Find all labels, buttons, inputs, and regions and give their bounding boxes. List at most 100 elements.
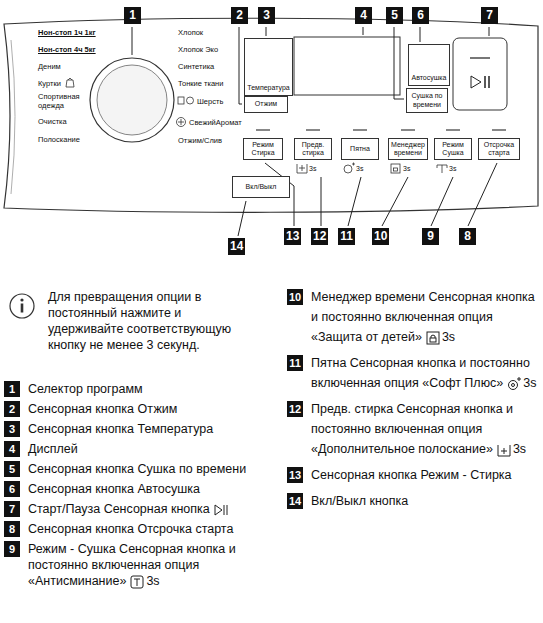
start-button — [453, 38, 507, 110]
hold-time: 3s — [449, 164, 456, 173]
callout-number: 3 — [258, 7, 275, 24]
rinse-icon — [297, 164, 307, 173]
icon-stroke — [223, 505, 224, 515]
legend-item: 8Сенсорная кнопка Отсрочка старта — [4, 521, 254, 537]
legend-item: 4 Дисплей — [4, 441, 254, 457]
callout-number: 13 — [287, 467, 303, 483]
program-label: Синтетика — [178, 62, 214, 71]
indicator — [353, 129, 367, 131]
program-label: Хлопок Эко — [178, 45, 218, 54]
icon-stroke — [427, 332, 439, 344]
legend-text: Предв. стирка Сенсорная кнопка и постоян… — [311, 402, 513, 456]
callout-number: 9 — [422, 228, 439, 245]
leader-line — [239, 27, 242, 104]
button-label: Режим Сушка — [437, 141, 469, 157]
panel-button: Предв. стирка — [294, 138, 332, 160]
info-icon — [21, 304, 24, 313]
button-label: Отжим — [247, 100, 285, 108]
legend-item: 10Менеджер времени Сенсорная кнопка и по… — [287, 287, 537, 347]
icon-stroke — [501, 448, 507, 454]
program-label: СвежийАромат — [189, 118, 242, 127]
legend-item: 14 Вкл/Выкл кнопка — [287, 491, 537, 511]
callout-number: 10 — [372, 228, 389, 245]
program-label: Хлопок — [178, 28, 203, 37]
button-label: Вкл/Выкл — [235, 183, 287, 191]
callout-number: 7 — [4, 501, 20, 517]
pause-icon — [488, 76, 490, 88]
icon-group — [498, 445, 510, 456]
dial-knob — [97, 65, 167, 135]
callout-number: 7 — [481, 7, 498, 24]
icon-stroke — [226, 505, 227, 515]
panel-button: Температура — [244, 38, 293, 96]
panel-button: Отжим — [244, 96, 288, 113]
callout-number: 6 — [4, 481, 20, 497]
callout-number: 5 — [4, 461, 20, 477]
legend-list: 1Селектор программ2Сенсорная кнопка Отжи… — [4, 381, 254, 593]
leader-line — [348, 177, 361, 226]
panel-button: Отсрочка старта — [478, 138, 520, 160]
callout-number: 5 — [386, 7, 403, 24]
option-icon — [130, 575, 144, 589]
legend-item: 5Сенсорная кнопка Сушка по времени — [4, 461, 254, 477]
legend-item: 6Сенсорная кнопка Автосушка — [4, 481, 254, 497]
wool-icon — [187, 97, 194, 104]
callout-number: 12 — [311, 228, 328, 245]
panel-contour — [11, 40, 15, 194]
callout-number: 1 — [4, 381, 20, 397]
hold-time: 3s — [513, 442, 526, 456]
indicator — [306, 129, 320, 131]
program-label: Куртки — [38, 79, 61, 88]
indicator — [492, 129, 506, 131]
button-label: Сушка по времени — [409, 92, 445, 108]
icon-stroke — [517, 377, 521, 381]
icon-group — [215, 505, 227, 515]
legend-body: Пятна Сенсорная кнопка и постоянно включ… — [311, 353, 537, 393]
program-label: Деним — [38, 62, 61, 71]
leader-lines — [132, 27, 497, 236]
pause-icon — [484, 76, 486, 88]
lock-icon — [391, 164, 400, 173]
fresh-icon — [178, 119, 184, 125]
callout-number: 11 — [338, 228, 355, 245]
program-label: Нон-стоп 4ч 5кг — [38, 45, 96, 54]
callout-number: 13 — [284, 228, 301, 245]
program-label: Тонкие ткани — [178, 79, 223, 88]
legend-item: 13Сенсорная кнопка Режим - Стирка — [287, 465, 537, 485]
leader-line — [394, 27, 404, 99]
icon-group — [509, 377, 522, 390]
panel-button: Сушка по времени — [406, 88, 448, 113]
callout-number: 4 — [4, 441, 20, 457]
button-label: Температура — [247, 84, 290, 92]
callout-number: 12 — [287, 401, 303, 417]
legend-text: Вкл/Выкл кнопка — [311, 494, 408, 508]
legend-list: 10Менеджер времени Сенсорная кнопка и по… — [287, 287, 537, 517]
legend-text: Пятна Сенсорная кнопка и постоянно включ… — [311, 356, 530, 390]
hold-time: 3s — [146, 574, 159, 588]
indicator — [256, 129, 270, 131]
info-icon — [10, 294, 34, 318]
legend-item: 9Режим - Сушка Сенсорная кнопка и постоя… — [4, 541, 254, 589]
display — [294, 37, 400, 95]
program-label: Шерсть — [197, 97, 223, 106]
button-label: Режим Стирка — [246, 141, 280, 157]
leader-line — [238, 201, 246, 236]
legend-item: 11Пятна Сенсорная кнопка и постоянно вкл… — [287, 353, 537, 393]
info-icon — [20, 298, 23, 301]
icon-stroke — [430, 338, 436, 342]
leader-line — [420, 27, 421, 42]
legend-body: Менеджер времени Сенсорная кнопка и пост… — [311, 287, 537, 347]
legend-text: Старт/Пауза Сенсорная кнопка — [28, 502, 210, 516]
hold-time: 3s — [442, 330, 455, 344]
legend-body: Сенсорная кнопка Отсрочка старта — [28, 521, 254, 537]
leader-line — [382, 177, 408, 226]
icon-stroke — [215, 505, 222, 515]
option-icon — [507, 377, 521, 391]
callout-number: 14 — [287, 493, 303, 509]
callout-number: 6 — [412, 7, 429, 24]
legend-body: Дисплей — [28, 441, 254, 457]
indicators — [256, 129, 506, 131]
leader-line — [363, 27, 364, 35]
button-label: Отсрочка старта — [481, 141, 517, 157]
